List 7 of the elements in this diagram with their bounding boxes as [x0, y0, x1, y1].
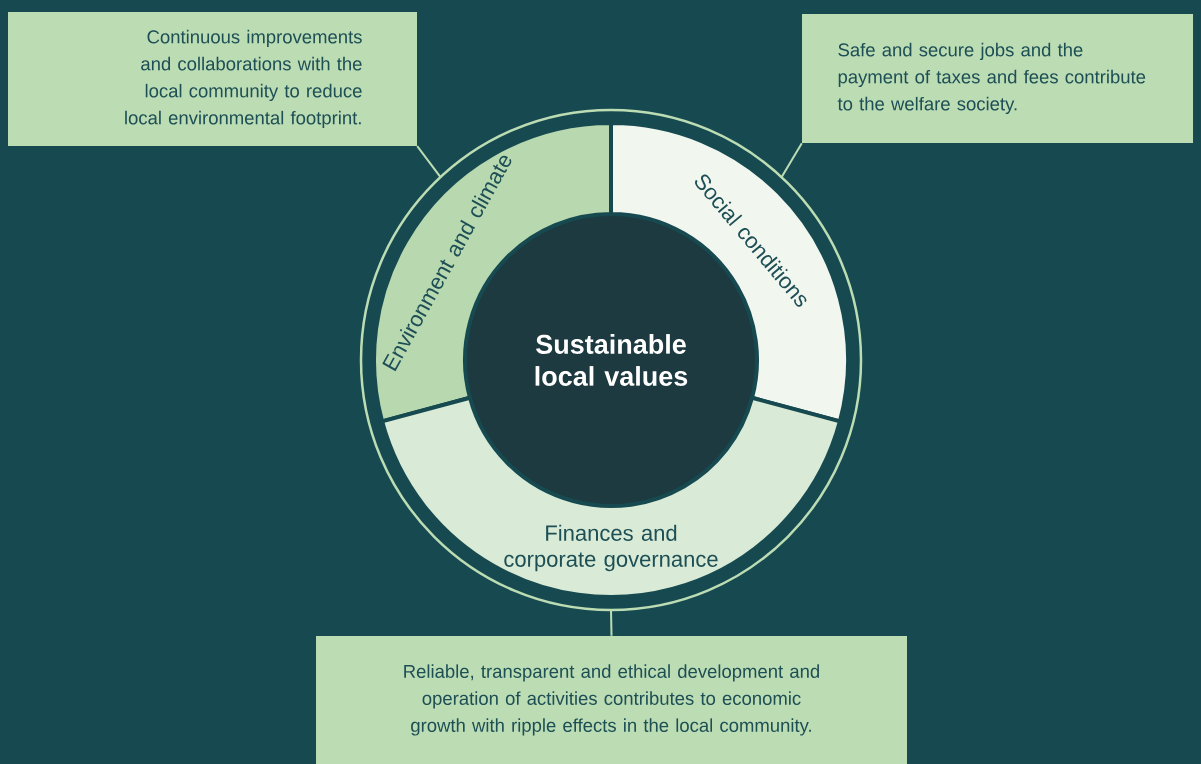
text-box: Safe and secure jobs and the payment of taxes and fees contribute to the welfare society. [802, 14, 1193, 143]
ring-segment: Finances and corporate governance [380, 395, 842, 600]
text-box: Reliable, transparent and ethical development and operation of activities contributes to economic growth with ripple effects in the local community. [316, 636, 907, 764]
leader-line [416, 145, 442, 179]
text-box: Continuous improvements and collaborations with the local community to reduce local environmental footprint. [8, 12, 417, 146]
leader-line [780, 142, 803, 179]
leader-line [610, 609, 613, 637]
